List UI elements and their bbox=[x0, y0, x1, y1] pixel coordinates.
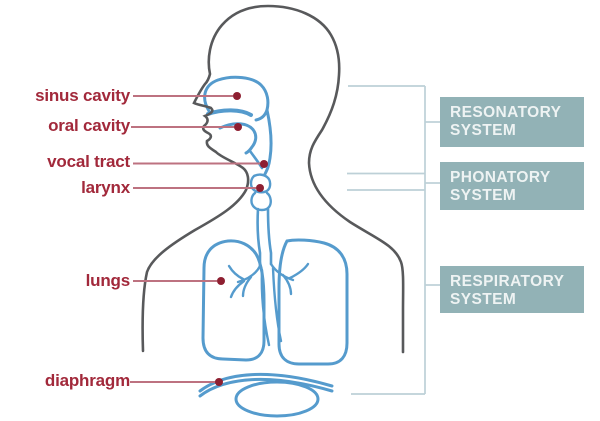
sinus-cavity-shape bbox=[203, 75, 270, 122]
trachea-left-line bbox=[256, 207, 262, 268]
diaphragm-arc-upper bbox=[198, 372, 334, 393]
label-larynx: larynx bbox=[81, 178, 130, 197]
label-sinus-cavity: sinus cavity bbox=[35, 86, 130, 105]
box-phonatory-line1: PHONATORY bbox=[450, 169, 551, 186]
label-vocal-tract: vocal tract bbox=[47, 152, 130, 171]
dot-lungs bbox=[217, 277, 225, 285]
bronchus-left-twig bbox=[241, 275, 253, 298]
dot-larynx bbox=[256, 184, 264, 192]
pharynx-back-wall bbox=[263, 108, 273, 176]
leader-lines bbox=[130, 95, 261, 383]
box-resonatory-system: RESONATORY SYSTEM bbox=[440, 97, 584, 147]
label-oral-cavity: oral cavity bbox=[48, 116, 130, 135]
larynx-lower-shape bbox=[250, 191, 272, 212]
bracket-lines bbox=[347, 85, 440, 395]
box-phonatory-line2: SYSTEM bbox=[450, 186, 517, 204]
larynx-upper-shape bbox=[249, 173, 272, 194]
palate-line bbox=[206, 108, 253, 117]
bronchus-right-up-twig bbox=[288, 262, 310, 280]
box-resonatory-line2: SYSTEM bbox=[450, 121, 517, 139]
box-phonatory-system: PHONATORY SYSTEM bbox=[440, 162, 584, 210]
bronchi-branches bbox=[227, 262, 310, 347]
lung-left bbox=[201, 239, 266, 362]
dot-diaphragm bbox=[215, 378, 223, 386]
diaphragm-arc-lower bbox=[198, 377, 334, 398]
box-respiratory-system: RESPIRATORY SYSTEM bbox=[440, 266, 584, 313]
abdomen-oval bbox=[234, 380, 320, 418]
body-outline bbox=[141, 4, 405, 354]
label-diaphragm: diaphragm bbox=[44, 371, 130, 390]
bronchus-right-twig bbox=[281, 273, 293, 296]
label-lungs: lungs bbox=[85, 271, 131, 290]
dot-oral-cavity bbox=[234, 123, 242, 131]
leader-dots bbox=[215, 92, 268, 386]
bronchus-left-twig2 bbox=[229, 279, 246, 299]
internal-anatomy bbox=[198, 75, 349, 418]
dot-sinus-cavity bbox=[233, 92, 241, 100]
bronchus-left-up-twig bbox=[227, 264, 245, 281]
box-respiratory-line2: SYSTEM bbox=[450, 290, 517, 308]
dot-vocal-tract bbox=[260, 160, 268, 168]
trachea-right-line bbox=[266, 207, 273, 266]
vocal-tract-front bbox=[248, 149, 264, 170]
box-resonatory-line1: RESONATORY bbox=[450, 104, 562, 121]
box-respiratory-line1: RESPIRATORY bbox=[450, 273, 565, 290]
lung-right bbox=[277, 238, 349, 366]
